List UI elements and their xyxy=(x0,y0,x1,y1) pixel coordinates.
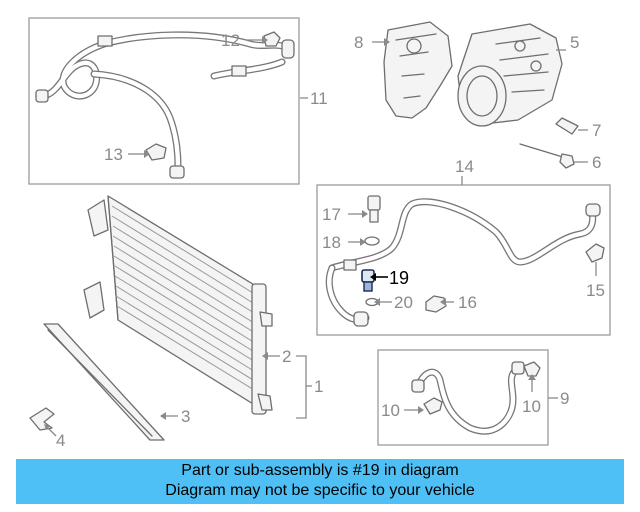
hose-end-fitting xyxy=(411,379,425,393)
clip-15: 15 xyxy=(585,243,605,300)
banner-line-1: Part or sub-assembly is #19 in diagram xyxy=(181,462,459,479)
group-box-11 xyxy=(28,17,300,185)
line-fitting xyxy=(343,259,357,271)
bracket-4: 4 xyxy=(29,407,65,450)
callout-3: 3 xyxy=(181,407,190,426)
callout-18: 18 xyxy=(322,233,341,252)
callout-9: 9 xyxy=(560,389,569,408)
condenser-bracket xyxy=(83,281,105,319)
info-banner: Part or sub-assembly is #19 in diagram D… xyxy=(16,459,624,504)
callout-8: 8 xyxy=(354,33,363,52)
callout-7: 7 xyxy=(592,121,601,140)
hose-assembly-9-group: 10 10 9 xyxy=(377,349,569,446)
sleeve-7: 7 xyxy=(555,117,601,140)
callout-15: 15 xyxy=(586,281,605,300)
o-ring-20: 20 xyxy=(365,293,413,312)
ac-line-14 xyxy=(325,198,601,327)
ac-hose-9 xyxy=(411,361,525,435)
callout-10-left: 10 xyxy=(381,401,400,420)
hose-end-fitting xyxy=(169,165,185,179)
condenser-fins xyxy=(111,205,265,397)
line-end-fitting xyxy=(353,311,369,327)
condenser-bracket xyxy=(87,199,109,237)
callout-10-right: 10 xyxy=(522,397,541,416)
hose-end-fitting xyxy=(281,39,295,59)
callout-2: 2 xyxy=(282,347,291,366)
hose-end-fitting xyxy=(511,361,525,375)
clip-16: 16 xyxy=(425,293,477,313)
valve-19-highlighted: 19 xyxy=(361,268,409,292)
pressure-switch-17: 17 xyxy=(322,195,381,224)
hose-assembly-11-group: 11 12 13 xyxy=(28,17,328,185)
callout-14: 14 xyxy=(455,157,474,176)
clip-10b: 10 xyxy=(522,361,541,416)
callout-20: 20 xyxy=(394,293,413,312)
callout-13: 13 xyxy=(104,145,123,164)
callout-4: 4 xyxy=(56,431,65,450)
group-box-14 xyxy=(316,184,611,336)
callout-12: 12 xyxy=(221,31,240,50)
bolt-6: 6 xyxy=(519,143,601,172)
banner-line-2: Diagram may not be specific to your vehi… xyxy=(165,482,475,499)
callout-5: 5 xyxy=(570,33,579,52)
condenser-1: 2 1 xyxy=(83,195,323,419)
line-assembly-14-group: 14 17 18 19 xyxy=(316,157,611,336)
callout-19: 19 xyxy=(389,268,409,288)
bracket-8: 8 xyxy=(354,21,453,119)
o-ring-18: 18 xyxy=(322,233,380,252)
clip-10a: 10 xyxy=(381,397,443,420)
line-end-fitting xyxy=(585,203,601,217)
clip-12 xyxy=(263,31,281,47)
condenser-bracket xyxy=(257,393,273,411)
hose-end-fitting xyxy=(35,89,49,103)
condenser-bracket xyxy=(259,311,273,327)
compressor-5: 5 xyxy=(457,23,579,127)
hose-fitting xyxy=(231,65,247,77)
hose-fitting xyxy=(97,35,113,47)
callout-17: 17 xyxy=(322,205,341,224)
ac-hose-11 xyxy=(35,31,295,179)
callout-1: 1 xyxy=(314,377,323,396)
callout-16: 16 xyxy=(458,293,477,312)
clip-13 xyxy=(145,143,167,161)
callout-6: 6 xyxy=(592,153,601,172)
callout-11: 11 xyxy=(310,89,328,108)
seal-3: 3 xyxy=(43,323,190,441)
